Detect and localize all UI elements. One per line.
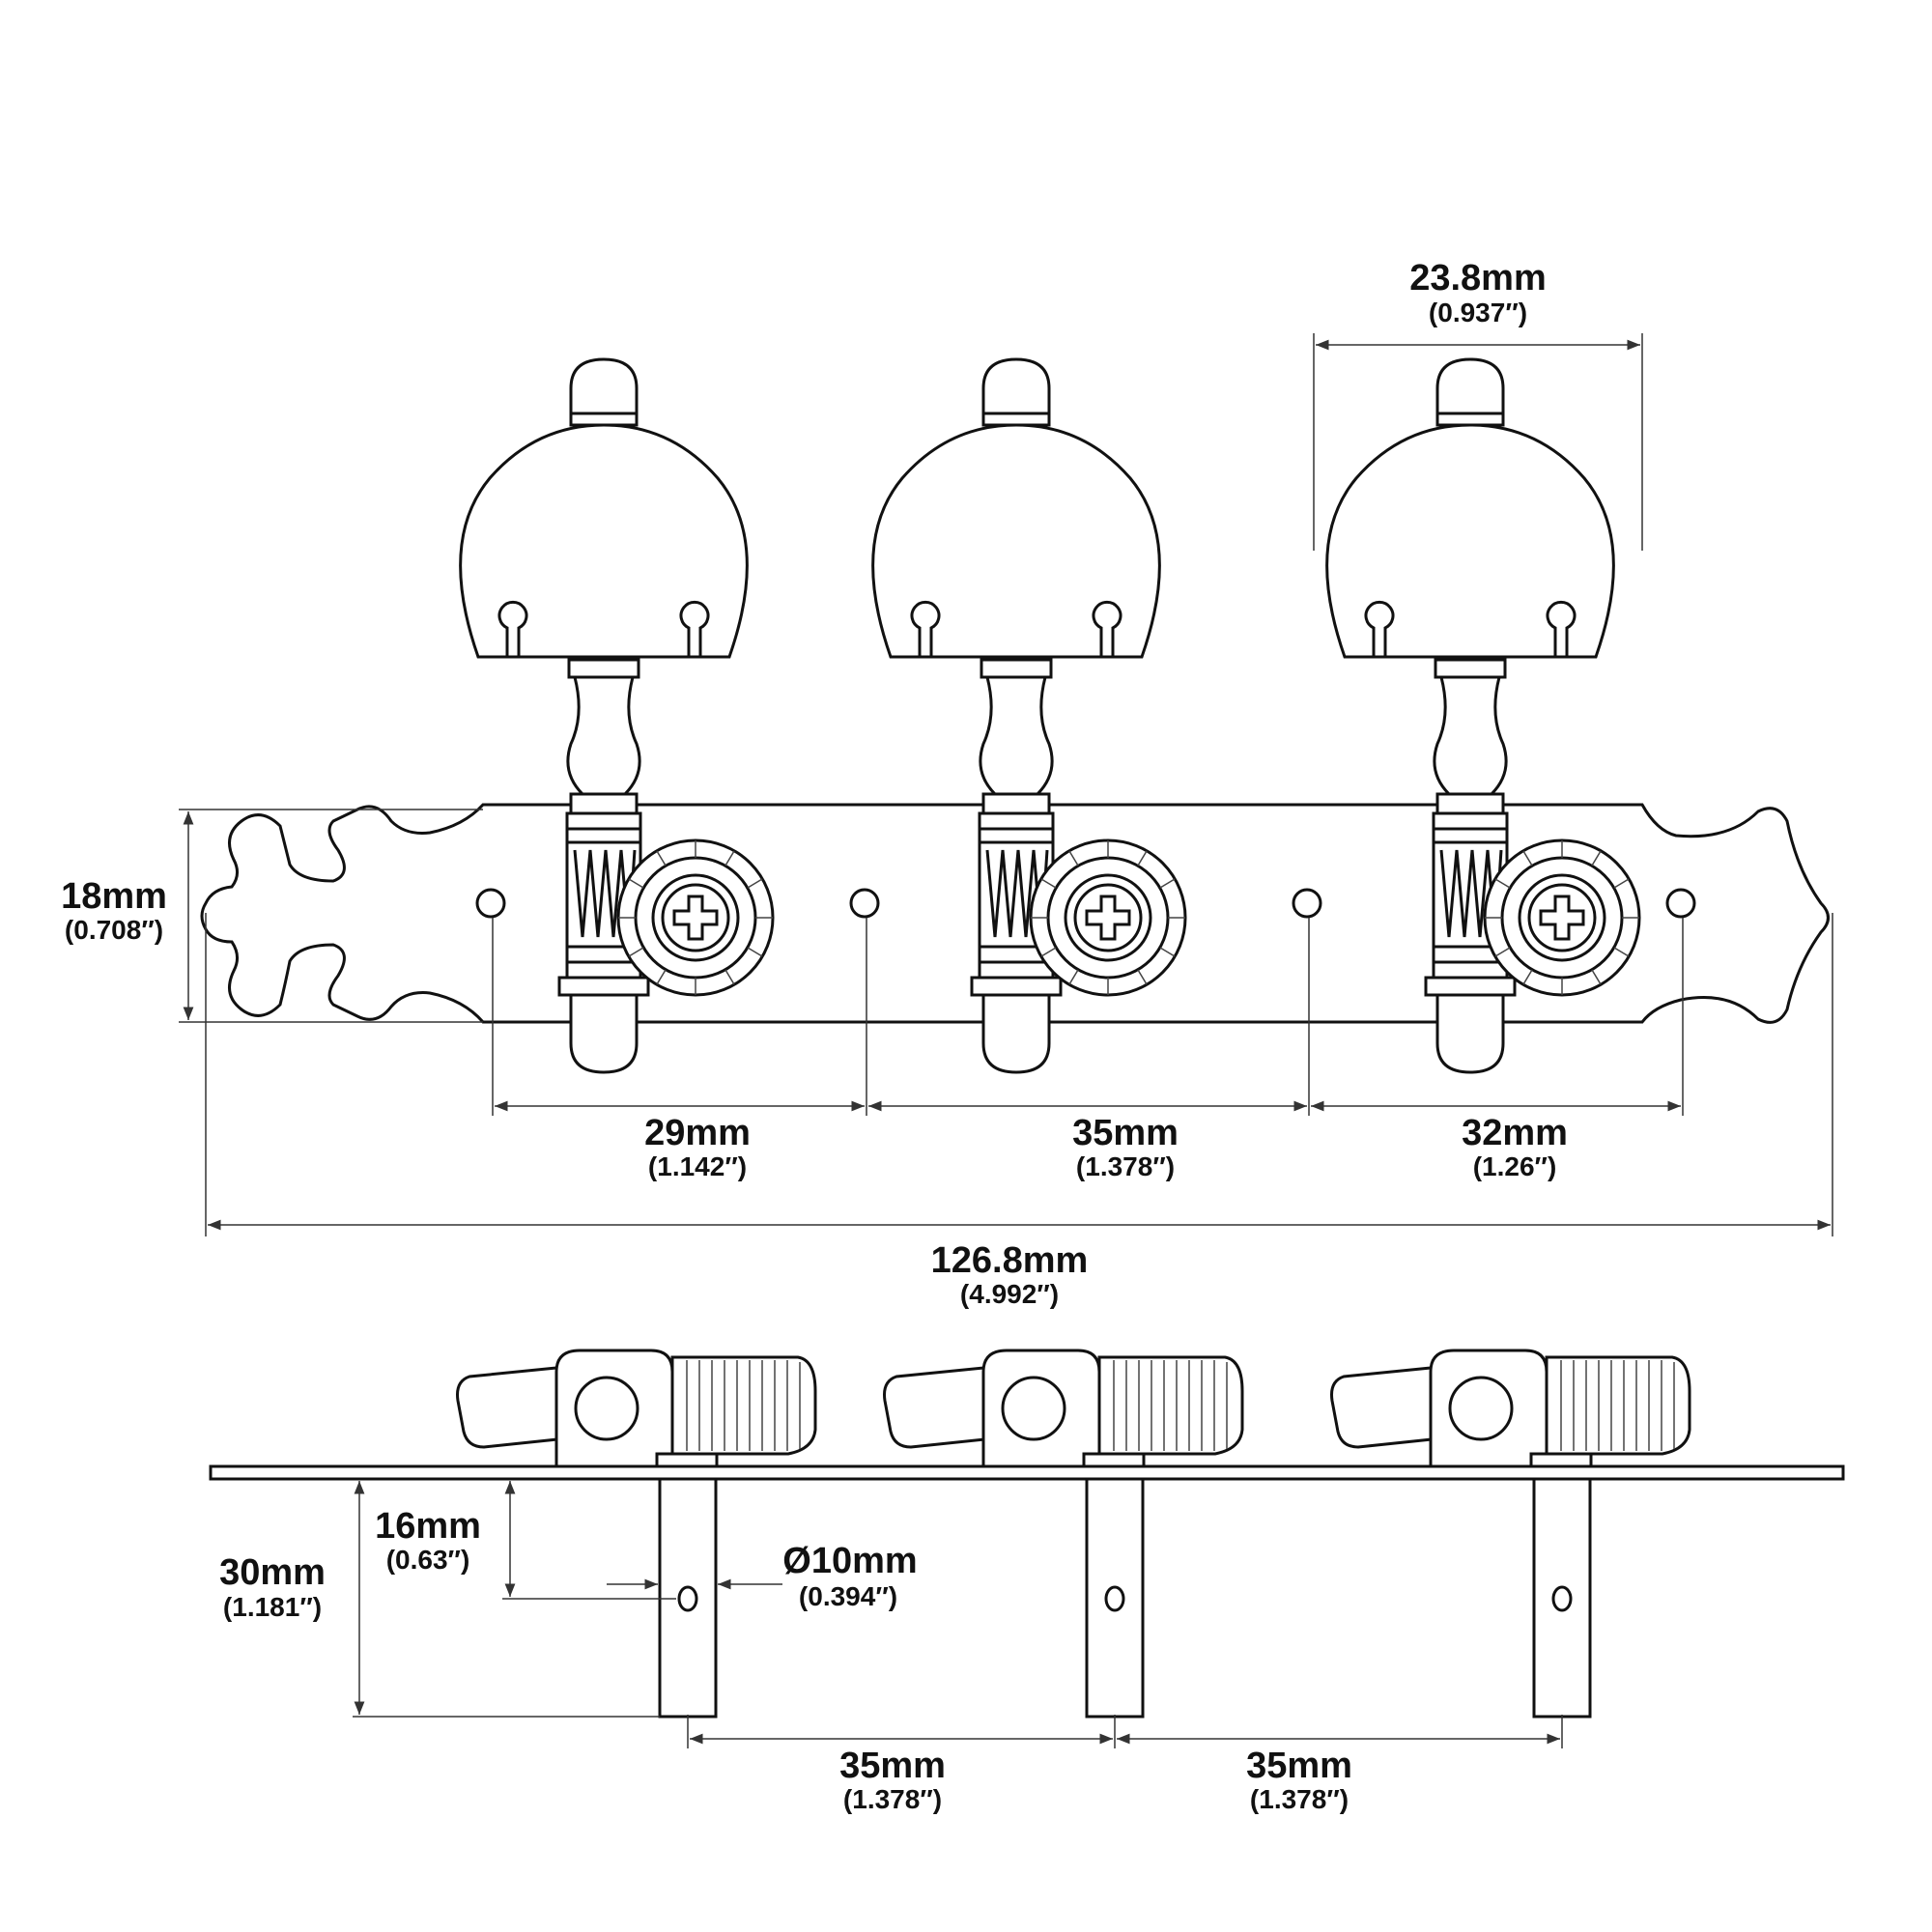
spacing-3-mm: 32mm — [1462, 1113, 1568, 1153]
roller-length-inch: (1.181″) — [223, 1592, 322, 1622]
roller-spacing-2-inch: (1.378″) — [1250, 1784, 1349, 1814]
roller-spacing-1-inch: (1.378″) — [843, 1784, 942, 1814]
button-width-mm: 23.8mm — [1409, 258, 1547, 298]
spacing-2-mm: 35mm — [1072, 1113, 1179, 1153]
overall-length-mm: 126.8mm — [931, 1240, 1089, 1281]
button-width-inch: (0.937″) — [1429, 298, 1527, 327]
side-tuner-1 — [456, 1349, 817, 1719]
spacing-2-inch: (1.378″) — [1076, 1151, 1175, 1181]
roller-spacing-2-mm: 35mm — [1246, 1746, 1352, 1786]
mounting-hole-1 — [475, 888, 506, 919]
side-tuner-3 — [1330, 1349, 1691, 1719]
spacing-1-inch: (1.142″) — [648, 1151, 747, 1181]
plate-height-inch: (0.708″) — [65, 915, 163, 945]
side-plate — [209, 1464, 1845, 1481]
side-tuner-2 — [883, 1349, 1244, 1719]
roller-length-mm: 30mm — [219, 1552, 326, 1593]
plate-height-mm: 18mm — [61, 876, 167, 917]
mounting-hole-3 — [1292, 888, 1322, 919]
mounting-hole-2 — [849, 888, 880, 919]
hole-offset-inch: (0.63″) — [386, 1545, 470, 1575]
roller-diameter-inch: (0.394″) — [799, 1581, 897, 1611]
spacing-3-inch: (1.26″) — [1473, 1151, 1557, 1181]
overall-length-inch: (4.992″) — [960, 1279, 1059, 1309]
roller-spacing-1-mm: 35mm — [839, 1746, 946, 1786]
hole-offset-mm: 16mm — [375, 1506, 481, 1547]
mounting-hole-4 — [1665, 888, 1696, 919]
roller-diameter-mm: Ø10mm — [782, 1541, 917, 1581]
spacing-1-mm: 29mm — [644, 1113, 751, 1153]
